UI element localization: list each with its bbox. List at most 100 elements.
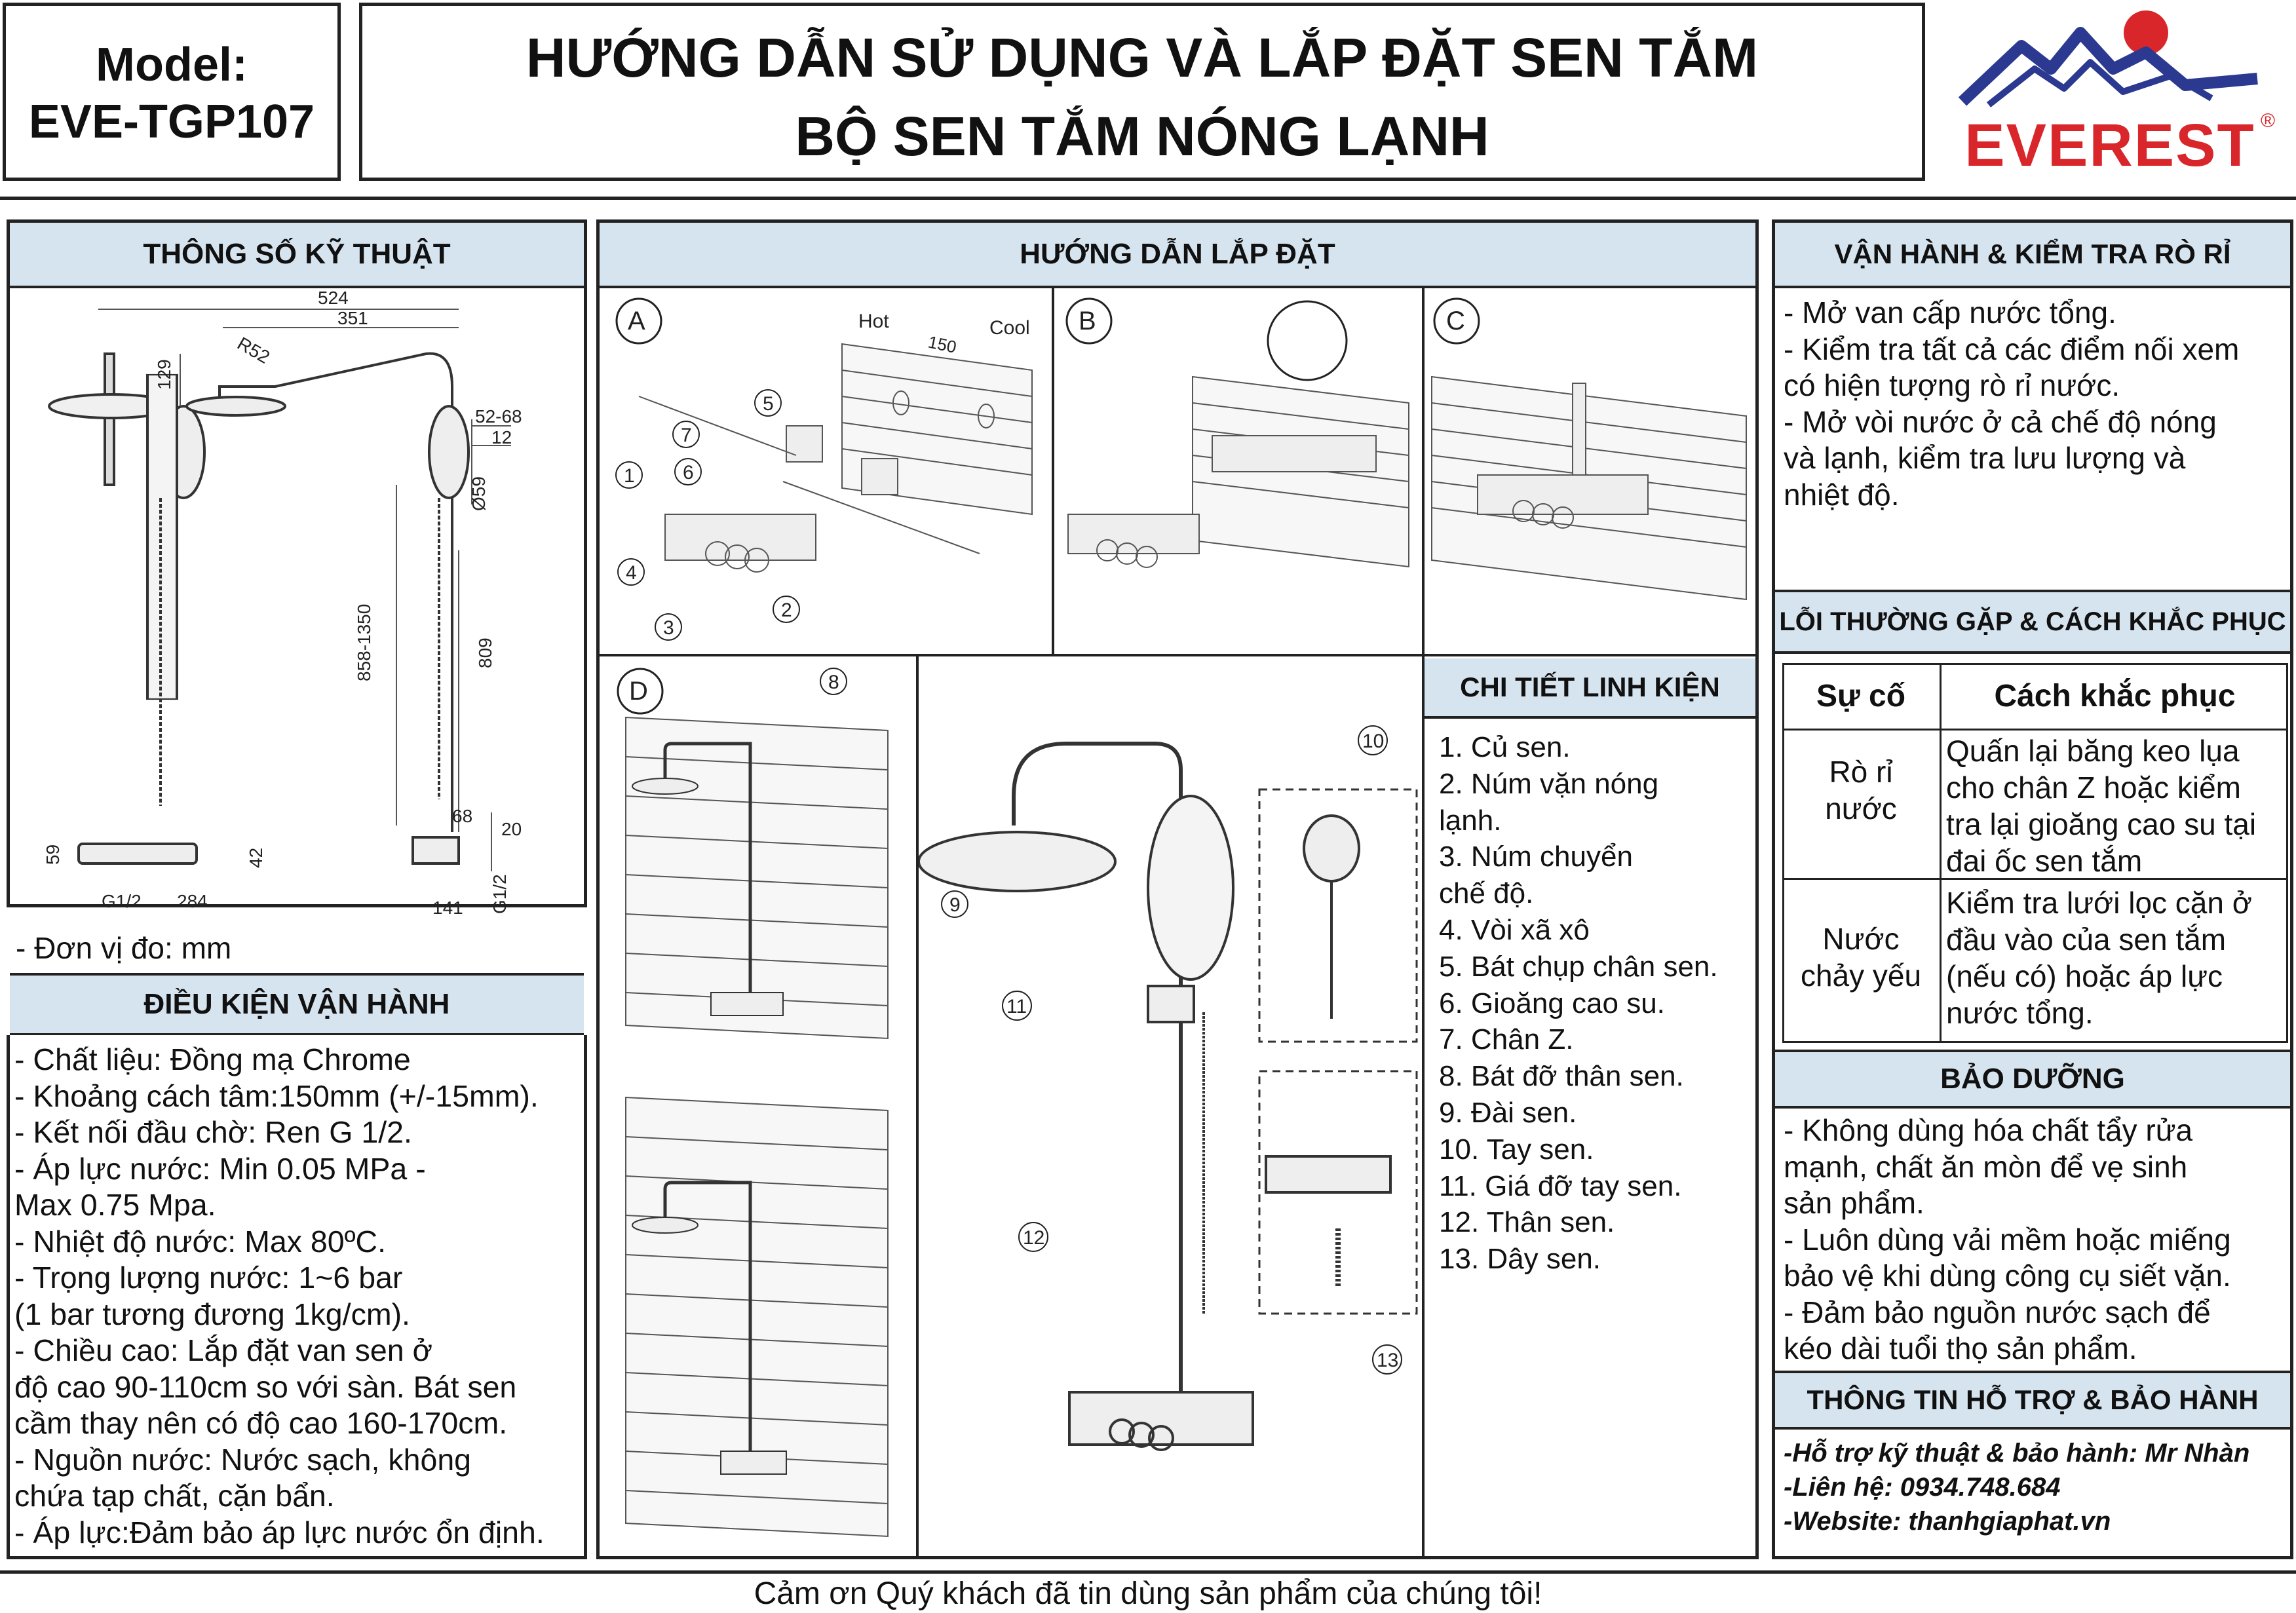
condition-line: - Chất liệu: Đồng mạ Chrome [14, 1042, 411, 1076]
part-line: 1. Củ sen. [1439, 731, 1571, 763]
part-line: chế độ. [1439, 877, 1534, 910]
support-info: -Hỗ trợ kỹ thuật & bảo hành: Mr Nhàn -Li… [1784, 1436, 2249, 1538]
callout-5: 5 [763, 393, 774, 415]
table-header-issue: Sự cố [1816, 679, 1906, 713]
install-vdiv-2 [1422, 288, 1425, 1556]
part-line: 11. Giá đỡ tay sen. [1439, 1169, 1682, 1202]
dim-g12: G1/2 [102, 891, 142, 911]
conditions-list: - Chất liệu: Đồng mạ Chrome - Khoảng các… [14, 1042, 545, 1551]
callout-2: 2 [781, 599, 792, 621]
dim-d59: Ø59 [469, 476, 489, 511]
step-d-label: D [629, 677, 648, 706]
troubleshoot-table [1782, 663, 2288, 1043]
part-line: 13. Dây sen. [1439, 1243, 1601, 1276]
footer-divider [0, 1570, 2296, 1574]
callout-10: 10 [1362, 731, 1384, 752]
condition-line: - Kết nối đầu chờ: Ren G 1/2. [14, 1115, 412, 1149]
install-vdiv-3 [916, 655, 919, 1556]
fix-text: nước tổng. [1946, 996, 2094, 1030]
dim-42: 42 [246, 848, 266, 868]
maintenance-title: BẢO DƯỠNG [1775, 1050, 2290, 1109]
condition-line: - Nhiệt độ nước: Max 80ºC. [14, 1224, 387, 1259]
table-row: Quấn lại băng keo lụa cho chân Z hoặc ki… [1946, 732, 2256, 879]
condition-line: - Chiều cao: Lắp đặt van sen ở [14, 1333, 432, 1367]
fix-text: (nếu có) hoặc áp lực [1946, 959, 2223, 993]
operation-line: nhiệt độ. [1784, 477, 1900, 512]
dim-129: 129 [154, 359, 174, 390]
condition-line: độ cao 90-110cm so với sàn. Bát sen [14, 1369, 517, 1404]
title-box [359, 3, 1925, 181]
step-a-label: A [628, 307, 645, 335]
callout-6: 6 [683, 462, 694, 484]
table-row: Kiểm tra lưới lọc cặn ở đầu vào của sen … [1946, 884, 2252, 1031]
table-row: Nước chảy yếu [1782, 920, 1940, 994]
condition-line: chứa tạp chất, cặn bẩn. [14, 1479, 335, 1513]
operation-line: - Mở vòi nước ở cả chế độ nóng [1784, 404, 2217, 439]
maintenance-line: - Đảm bảo nguồn nước sạch để [1784, 1295, 2211, 1329]
callout-12: 12 [1023, 1227, 1044, 1249]
condition-line: Max 0.75 Mpa. [14, 1188, 216, 1222]
issue-text: nước [1825, 791, 1897, 825]
model-box [3, 3, 341, 181]
dim-g12b: G1/2 [489, 874, 510, 914]
part-line: 8. Bát đỡ thân sen. [1439, 1060, 1684, 1093]
part-line: 9. Đài sen. [1439, 1096, 1577, 1129]
parts-title: CHI TIẾT LINH KIỆN [1425, 658, 1755, 719]
issue-text: Rò rỉ [1829, 755, 1893, 789]
fix-text: tra lại gioăng cao su tại [1946, 807, 2257, 841]
maintenance-line: kéo dài tuổi thọ sản phẩm. [1784, 1331, 2137, 1365]
condition-line: - Nguồn nước: Nước sạch, không [14, 1442, 472, 1477]
dim-524: 524 [318, 288, 349, 308]
part-line: lạnh. [1439, 804, 1502, 837]
maintenance-list: - Không dùng hóa chất tẩy rửa mạnh, chất… [1784, 1112, 2231, 1367]
dim-12: 12 [491, 427, 512, 447]
part-line: 2. Núm vặn nóng [1439, 767, 1659, 800]
parts-list: 1. Củ sen. 2. Núm vặn nóng lạnh. 3. Núm … [1439, 729, 1718, 1278]
support-contact-person: -Hỗ trợ kỹ thuật & bảo hành: Mr Nhàn [1784, 1439, 2250, 1468]
fix-text: đai ốc sen tắm [1946, 844, 2143, 878]
condition-line: cầm thay nên có độ cao 160-170cm. [14, 1406, 508, 1440]
exploded-view-diagram: 9 10 11 12 13 [919, 725, 1418, 1451]
dim-r52: R52 [234, 333, 273, 368]
operation-line: - Mở van cấp nước tổng. [1784, 295, 2116, 330]
brand-name: EVEREST [1964, 112, 2255, 179]
header-divider [0, 197, 2296, 200]
part-line: 6. Gioăng cao su. [1439, 987, 1665, 1019]
everest-logo [1958, 10, 2258, 107]
issue-text: chảy yếu [1800, 958, 1922, 993]
step-b-label: B [1079, 307, 1096, 335]
dim-20: 20 [501, 819, 522, 839]
dim-141: 141 [432, 898, 463, 918]
callout-11: 11 [1006, 996, 1027, 1017]
table-header-fix: Cách khắc phục [1994, 679, 2236, 713]
callout-13: 13 [1377, 1350, 1398, 1371]
right-panel [1772, 219, 2293, 1559]
part-line: 5. Bát chụp chân sen. [1439, 950, 1718, 983]
specs-title: THÔNG SỐ KỸ THUẬT [10, 223, 584, 288]
spec-dimension-drawing: 524 351 R52 129 52-68 12 Ø59 858-1350 80… [43, 288, 522, 918]
hot-label: Hot [858, 311, 889, 332]
callout-3: 3 [663, 617, 674, 639]
brand-registered-mark: ® [2261, 110, 2276, 132]
page-title-line1: HƯỚNG DẪN SỬ DỤNG VÀ LẮP ĐẶT SEN TẮM [526, 27, 1759, 88]
callout-9: 9 [949, 894, 961, 916]
install-hdiv [600, 654, 1755, 656]
callout-7: 7 [681, 425, 692, 446]
part-line: 4. Vòi xã xô [1439, 913, 1590, 946]
fix-text: Quấn lại băng keo lụa [1946, 734, 2240, 768]
install-vdiv-1 [1052, 288, 1054, 655]
spacing-label: 150 [927, 332, 959, 357]
condition-line: - Áp lực:Đảm bảo áp lực nước ổn định. [14, 1515, 545, 1549]
dim-858-1350: 858-1350 [354, 604, 374, 681]
maintenance-line: - Không dùng hóa chất tẩy rửa [1784, 1113, 2193, 1147]
maintenance-line: mạnh, chất ăn mòn để vẹ sinh [1784, 1149, 2188, 1184]
dim-284: 284 [177, 891, 208, 911]
support-website: -Website: thanhgiaphat.vn [1784, 1507, 2111, 1536]
operation-title: VẬN HÀNH & KIỂM TRA RÒ RỈ [1775, 223, 2290, 288]
troubleshoot-title: LỖI THƯỜNG GẶP & CÁCH KHẮC PHỤC [1775, 590, 2290, 654]
dim-351: 351 [337, 308, 368, 328]
condition-line: (1 bar tương đương 1kg/cm). [14, 1297, 410, 1331]
part-line: 12. Thân sen. [1439, 1206, 1615, 1239]
cool-label: Cool [989, 317, 1030, 339]
specs-panel [7, 219, 587, 907]
